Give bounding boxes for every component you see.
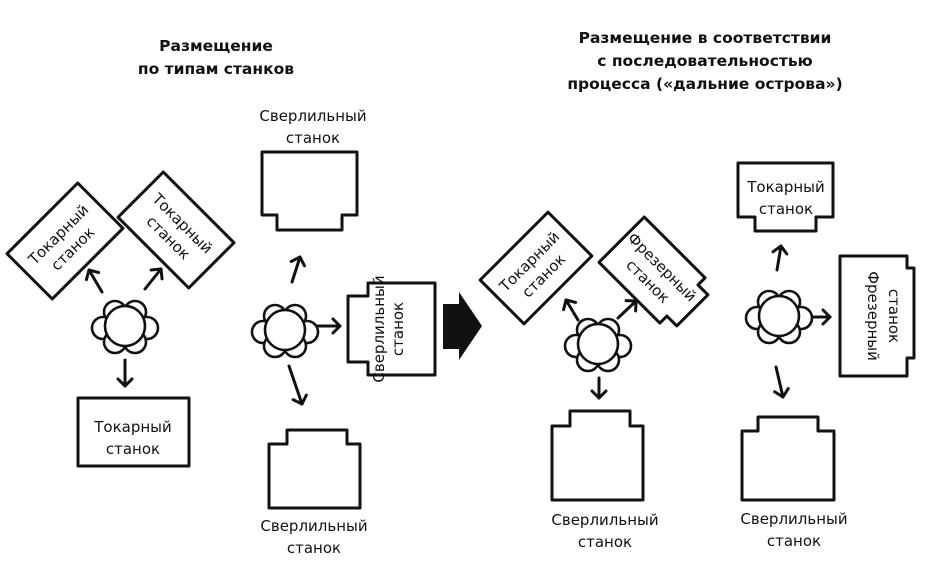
left-heading-line2: по типам станков: [138, 60, 294, 78]
svg-text:Токарный: Токарный: [746, 178, 825, 196]
svg-text:Фрезерный: Фрезерный: [864, 271, 882, 361]
drill-machine-top: Сверлильный станок: [259, 107, 367, 232]
transition-arrow-icon: [443, 292, 482, 360]
svg-text:станок: станок: [885, 289, 903, 343]
lathe-machine-bottom: Токарный станок: [76, 396, 191, 468]
arrow-to-lathe-left: [81, 265, 104, 294]
arrow-to-drill-island2: [773, 365, 792, 401]
left-heading-line1: Размещение: [159, 37, 273, 55]
arrow-to-drill-island1: [590, 376, 608, 400]
arrow-to-lathe-bottom: [116, 358, 134, 388]
right-heading: Размещение в соответствии с последовател…: [567, 29, 842, 93]
svg-text:Сверлильный: Сверлильный: [370, 275, 388, 382]
arrow-to-drill-right: [316, 317, 342, 335]
drill-machine-bottom: Сверлильный станок: [260, 428, 368, 557]
left-heading: Размещение по типам станков: [138, 37, 294, 78]
svg-text:Токарный: Токарный: [93, 418, 172, 436]
right-heading-line2: с последовательностью: [597, 52, 812, 70]
lathe-machine-island2: Токарный станок: [736, 161, 835, 233]
drill-island2-label-line1: Сверлильный: [740, 510, 847, 528]
arrow-to-lathe-island1: [558, 294, 580, 322]
svg-text:станок: станок: [106, 440, 160, 458]
arrow-to-mill-island1: [616, 294, 643, 320]
right-heading-line1: Размещение в соответствии: [579, 29, 832, 47]
operator-icon: [563, 317, 633, 373]
drill-machine-right: Сверлильный станок: [346, 275, 437, 383]
svg-text:станок: станок: [389, 302, 407, 356]
drill-island1-label-line2: станок: [578, 533, 632, 551]
drill-machine-island1: Сверлильный станок: [550, 409, 659, 551]
drill-island2-label-line2: станок: [767, 532, 821, 550]
lathe-machine-island1: Токарный станок: [478, 210, 594, 326]
arrow-to-lathe-right: [143, 263, 168, 291]
arrow-to-drill-top: [289, 253, 309, 284]
operator-icon: [90, 299, 160, 355]
lathe-machine-tilted-left: Токарный станок: [5, 181, 125, 301]
arrow-to-lathe-island2: [771, 243, 790, 272]
drill-bottom-label-line1: Сверлильный: [260, 517, 367, 535]
arrow-to-mill-island2: [810, 308, 832, 326]
mill-machine-island2: Фрезерный станок: [838, 254, 916, 378]
lathe-machine-tilted-right: Токарный станок: [116, 170, 236, 290]
operator-icon: [250, 303, 320, 359]
drill-bottom-label-line2: станок: [287, 539, 341, 557]
right-heading-line3: процесса («дальние острова»): [567, 75, 842, 93]
svg-text:станок: станок: [759, 200, 813, 218]
operator-icon: [744, 289, 814, 345]
drill-top-label-line2: станок: [286, 129, 340, 147]
drill-machine-island2: Сверлильный станок: [740, 415, 848, 550]
mill-machine-island1: Фрезерный станок: [597, 215, 710, 328]
drill-top-label-line1: Сверлильный: [259, 107, 366, 125]
arrow-to-drill-bottom: [287, 364, 311, 408]
drill-island1-label-line1: Сверлильный: [551, 511, 658, 529]
